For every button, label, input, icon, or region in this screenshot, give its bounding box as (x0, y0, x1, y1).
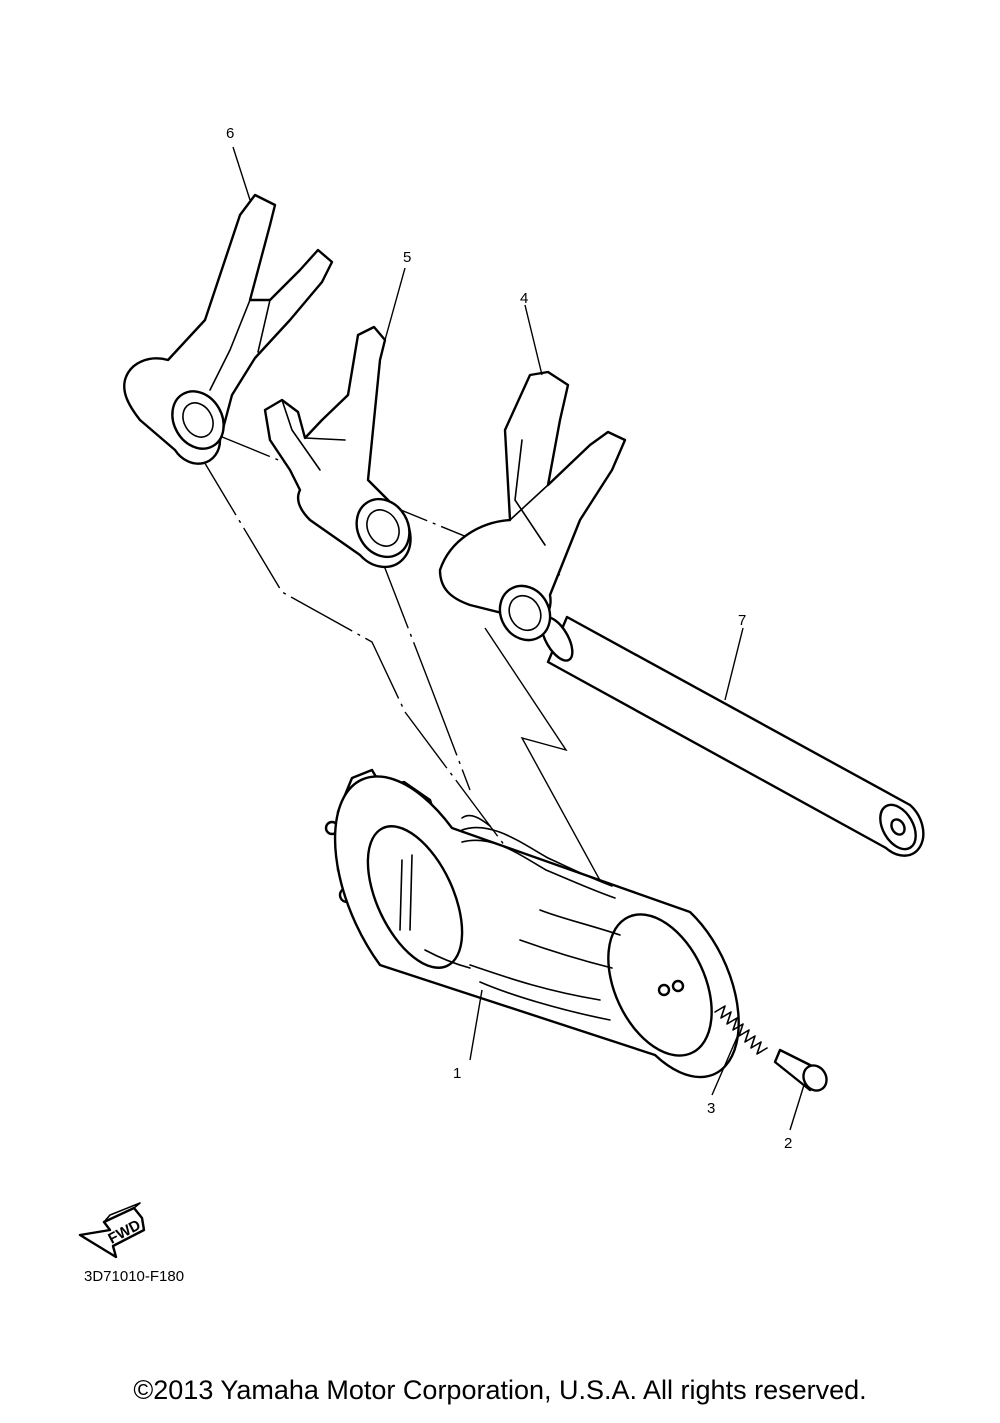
callout-5: 5 (403, 249, 411, 266)
shift-drum (324, 768, 740, 1079)
callout-1: 1 (453, 1065, 461, 1082)
fwd-arrow-icon: FWD (78, 1202, 146, 1259)
callout-7: 7 (738, 612, 746, 629)
callout-6: 6 (226, 125, 234, 142)
callout-4: 4 (520, 290, 528, 307)
shift-fork-5 (263, 325, 412, 569)
pin (773, 1048, 828, 1092)
diagram-code: 3D71010-F180 (84, 1268, 185, 1285)
callout-labels: 6 5 4 7 1 3 2 (226, 125, 792, 1152)
callout-2: 2 (784, 1135, 792, 1152)
shift-fork-guide-bar (540, 615, 925, 857)
copyright-notice: ©2013 Yamaha Motor Corporation, U.S.A. A… (133, 1375, 867, 1405)
leader-lines (232, 146, 805, 1131)
shift-fork-6 (123, 193, 334, 465)
spring (714, 1005, 768, 1055)
callout-3: 3 (707, 1100, 715, 1117)
shift-fork-4 (438, 370, 627, 642)
